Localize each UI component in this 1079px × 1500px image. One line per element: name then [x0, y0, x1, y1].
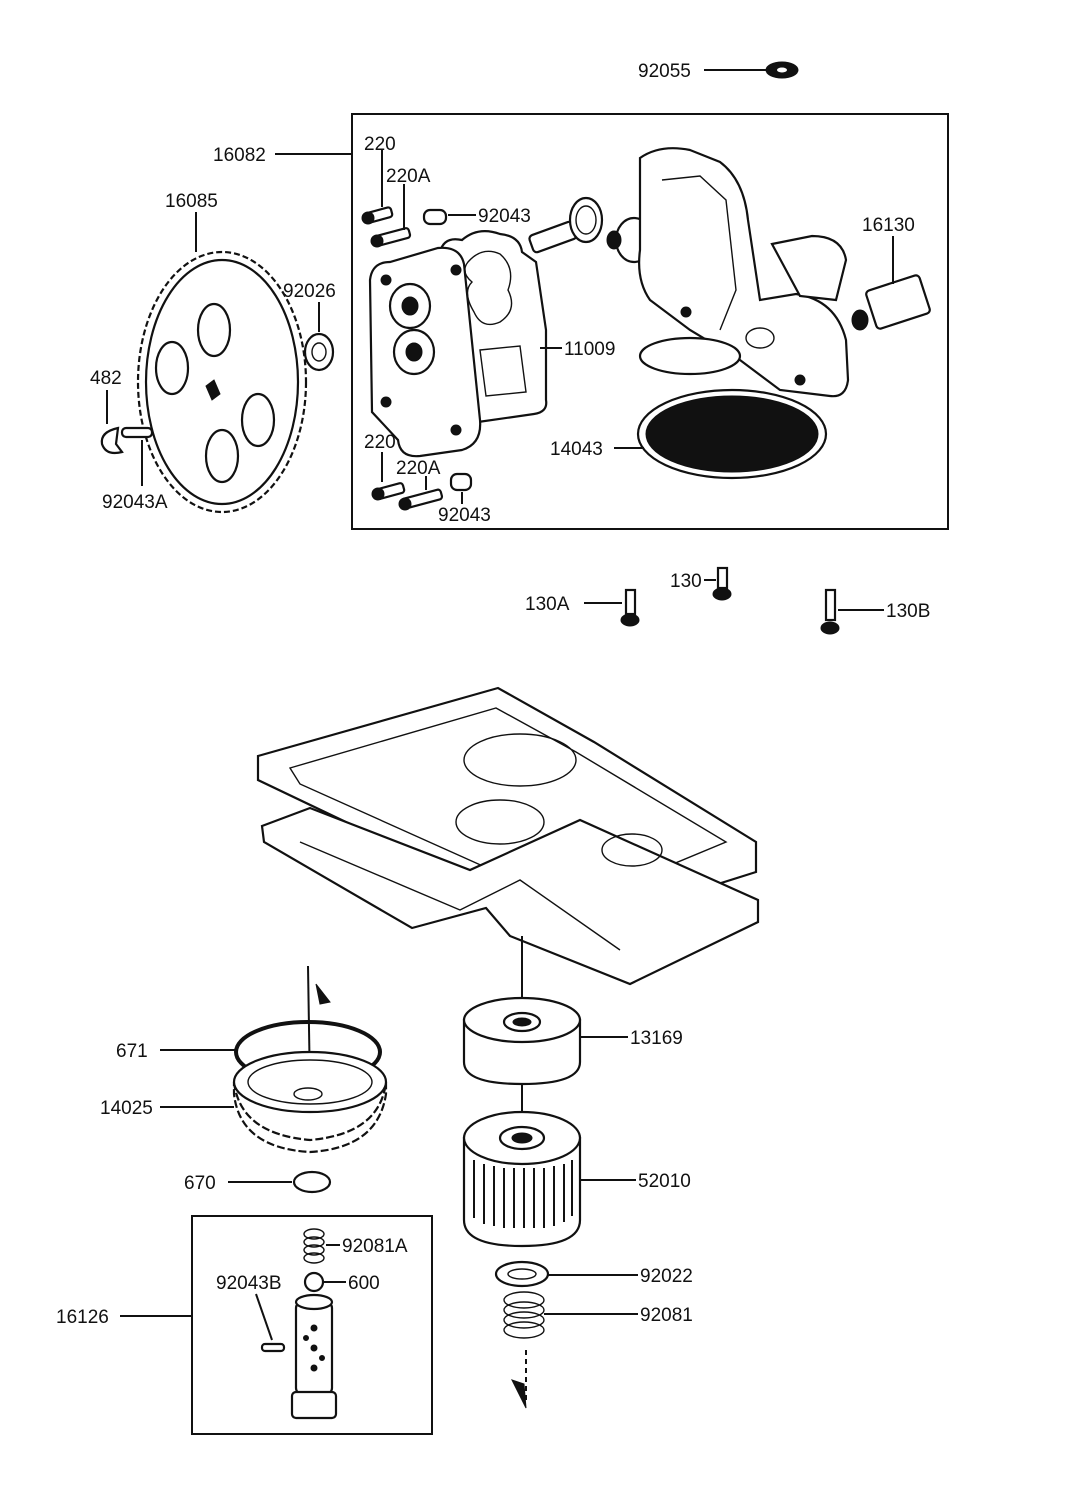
label-92022: 92022: [640, 1266, 693, 1287]
oil-pump-cover: [368, 246, 482, 458]
part-14025-oil-pipe-seal: [232, 1050, 388, 1154]
label-92043B: 92043B: [216, 1273, 282, 1294]
part-92055-washer: [765, 61, 799, 79]
label-671: 671: [116, 1041, 148, 1062]
part-482-circlip: [100, 426, 124, 455]
part-92043B-pin: [260, 1342, 286, 1353]
label-14025: 14025: [100, 1098, 153, 1119]
part-bypass-valve-body: [290, 1293, 338, 1420]
part-220A-screw-top: [370, 227, 412, 248]
label-13169: 13169: [630, 1028, 683, 1049]
oil-pump-drive-gear: [528, 196, 604, 254]
label-16085: 16085: [165, 191, 218, 212]
part-52010-oil-filter-element: [462, 1110, 582, 1248]
part-13169-filter-cover: [462, 996, 582, 1086]
part-670-o-ring: [292, 1170, 332, 1194]
label-220-bottom: 220: [364, 432, 396, 453]
part-92081-spring: [503, 1291, 545, 1339]
label-92055: 92055: [638, 61, 691, 82]
label-52010: 52010: [638, 1171, 691, 1192]
part-220A-screw-bottom: [398, 488, 444, 511]
part-220-screw-top: [361, 206, 394, 225]
label-16126: 16126: [56, 1307, 109, 1328]
part-92026-washer: [303, 332, 335, 372]
part-92043A-pin: [120, 426, 154, 439]
part-92022-washer: [494, 1260, 550, 1288]
label-16082: 16082: [213, 145, 266, 166]
label-92043-bottom: 92043: [438, 505, 491, 526]
part-130B-bolt: [820, 588, 840, 635]
label-92081: 92081: [640, 1305, 693, 1326]
part-16130-relief-valve: [851, 274, 931, 331]
label-220-top: 220: [364, 134, 396, 155]
part-600-ball: [303, 1271, 325, 1293]
label-130: 130: [670, 571, 702, 592]
part-92043-dowel-top: [422, 208, 448, 226]
part-130-bolt: [712, 566, 732, 601]
label-92043-top: 92043: [478, 206, 531, 227]
part-14043-oil-screen: [636, 388, 828, 480]
label-670: 670: [184, 1173, 216, 1194]
label-482: 482: [90, 368, 122, 389]
label-16130: 16130: [862, 215, 915, 236]
part-92043-dowel-bottom: [449, 472, 473, 492]
oil-flow-arrow-bottom: [511, 1350, 527, 1409]
oil-pump-body: [638, 147, 850, 398]
label-92043A: 92043A: [102, 492, 168, 513]
part-92081A-spring: [303, 1228, 325, 1264]
label-600: 600: [348, 1273, 380, 1294]
oil-pan: [260, 799, 760, 986]
label-92081A: 92081A: [342, 1236, 408, 1257]
label-130A: 130A: [525, 594, 570, 615]
label-220A-bottom: 220A: [396, 458, 441, 479]
part-16085-sprocket: [136, 250, 308, 514]
oil-pump-assembly-frame: [351, 113, 949, 530]
bypass-valve-assembly-frame: [191, 1215, 433, 1435]
part-130A-bolt: [620, 588, 640, 627]
label-14043: 14043: [550, 439, 603, 460]
label-130B: 130B: [886, 601, 930, 622]
label-11009: 11009: [564, 339, 615, 360]
label-92026: 92026: [283, 281, 336, 302]
part-220-screw-bottom: [371, 482, 406, 501]
label-220A-top: 220A: [386, 166, 431, 187]
